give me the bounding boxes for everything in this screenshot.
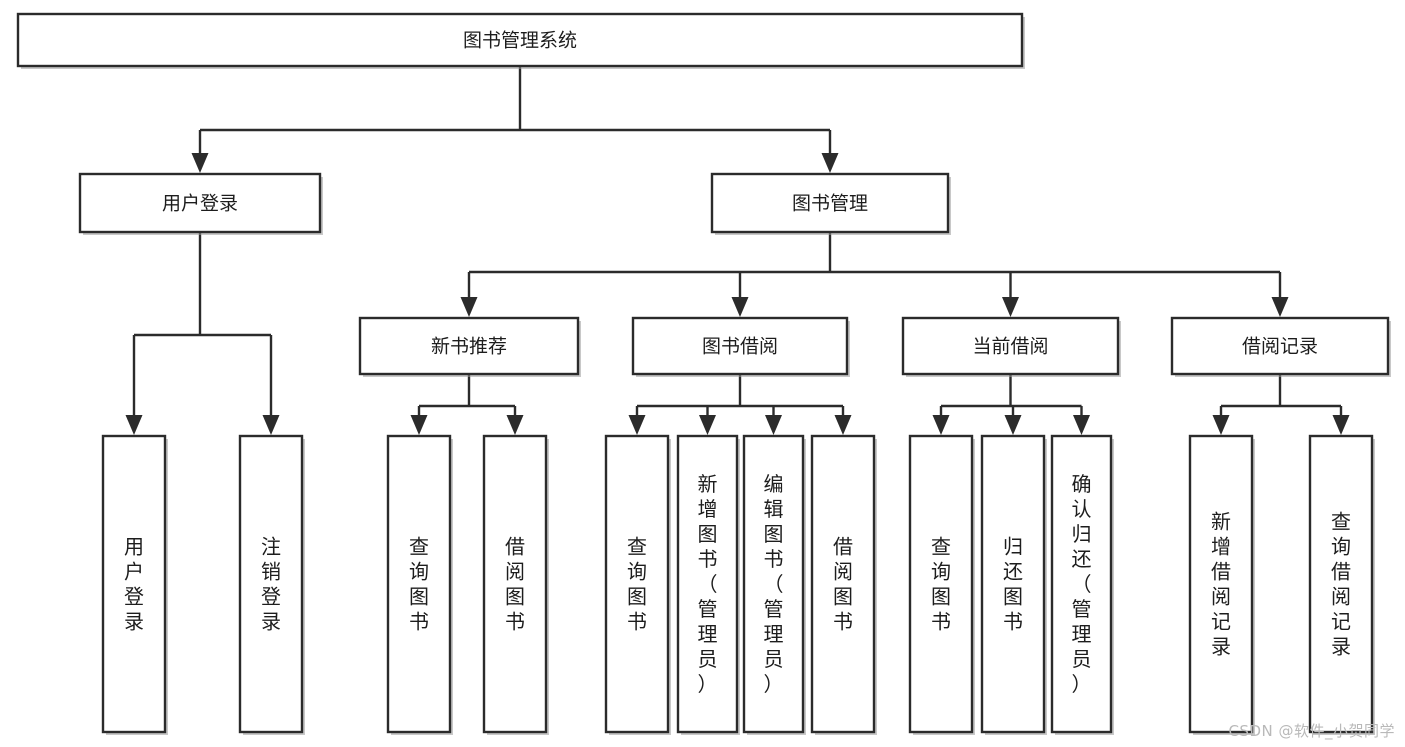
node-border <box>386 434 452 734</box>
edge-group <box>628 374 852 435</box>
node-label: 用户登录 <box>162 193 238 215</box>
node-leaf-cur-1[interactable]: 查询图书 <box>908 434 975 735</box>
node-label: 新增借阅记录 <box>1211 510 1231 659</box>
node-label: 用户登录 <box>124 535 144 634</box>
node-leaf-login-1[interactable]: 用户登录 <box>101 434 168 735</box>
node-login[interactable]: 用户登录 <box>78 172 323 235</box>
node-leaf-cur-2[interactable]: 归还图书 <box>980 434 1047 735</box>
node-leaf-login-2[interactable]: 注销登录 <box>238 434 305 735</box>
node-label: 确认归还（管理员） <box>1072 472 1092 696</box>
node-label: 图书管理系统 <box>463 30 577 52</box>
edge-group <box>191 66 839 173</box>
node-border <box>1188 434 1254 734</box>
node-leaf-rec-2[interactable]: 查询借阅记录 <box>1308 434 1375 735</box>
node-border <box>1308 434 1374 734</box>
edge-group <box>1212 374 1350 435</box>
node-border <box>908 434 974 734</box>
node-records[interactable]: 借阅记录 <box>1170 316 1391 377</box>
node-label: 借阅记录 <box>1242 336 1318 358</box>
node-leaf-rec-1[interactable]: 新增借阅记录 <box>1188 434 1255 735</box>
node-border <box>1170 316 1390 376</box>
node-label: 查询图书 <box>931 535 951 634</box>
node-label: 查询借阅记录 <box>1331 510 1351 659</box>
node-border <box>16 12 1024 68</box>
node-label: 归还图书 <box>1003 535 1023 634</box>
node-root[interactable]: 图书管理系统 <box>16 12 1025 69</box>
node-border <box>742 434 805 734</box>
node-border <box>358 316 580 376</box>
node-border <box>482 434 548 734</box>
node-border <box>101 434 167 734</box>
node-leaf-borrow-3[interactable]: 编辑图书（管理员） <box>742 434 806 735</box>
node-border <box>604 434 670 734</box>
node-label: 图书借阅 <box>702 336 778 358</box>
node-leaf-borrow-4[interactable]: 借阅图书 <box>810 434 877 735</box>
node-border <box>710 172 950 234</box>
node-border <box>980 434 1046 734</box>
node-current[interactable]: 当前借阅 <box>901 316 1121 377</box>
node-border <box>1050 434 1113 734</box>
edge-group <box>932 374 1090 435</box>
node-label: 图书管理 <box>792 193 868 215</box>
node-label: 借阅图书 <box>833 535 853 634</box>
node-border <box>238 434 304 734</box>
node-leaf-borrow-2[interactable]: 新增图书（管理员） <box>676 434 740 735</box>
edge-group <box>125 232 280 435</box>
node-label: 当前借阅 <box>972 336 1048 358</box>
node-leaf-cur-3[interactable]: 确认归还（管理员） <box>1050 434 1114 735</box>
node-border <box>631 316 849 376</box>
node-label: 查询图书 <box>409 535 429 634</box>
node-border <box>810 434 876 734</box>
node-leaf-borrow-1[interactable]: 查询图书 <box>604 434 671 735</box>
node-border <box>901 316 1120 376</box>
node-newbook[interactable]: 新书推荐 <box>358 316 581 377</box>
node-border <box>676 434 739 734</box>
watermark-text: CSDN @软件_小贺同学 <box>1228 722 1395 740</box>
node-border <box>78 172 322 234</box>
edges-layer <box>125 66 1350 435</box>
node-borrow[interactable]: 图书借阅 <box>631 316 850 377</box>
node-label: 新增图书（管理员） <box>698 472 718 696</box>
node-label: 查询图书 <box>627 535 647 634</box>
node-leaf-new-2[interactable]: 借阅图书 <box>482 434 549 735</box>
edge-group <box>410 374 524 435</box>
node-label: 借阅图书 <box>505 535 525 634</box>
node-bookmgmt[interactable]: 图书管理 <box>710 172 951 235</box>
node-leaf-new-1[interactable]: 查询图书 <box>386 434 453 735</box>
node-label: 注销登录 <box>261 535 281 634</box>
nodes-layer: 图书管理系统用户登录图书管理新书推荐图书借阅当前借阅借阅记录用户登录注销登录查询… <box>16 12 1391 735</box>
node-label: 新书推荐 <box>431 336 507 358</box>
edge-group <box>460 232 1289 317</box>
node-label: 编辑图书（管理员） <box>764 472 784 696</box>
